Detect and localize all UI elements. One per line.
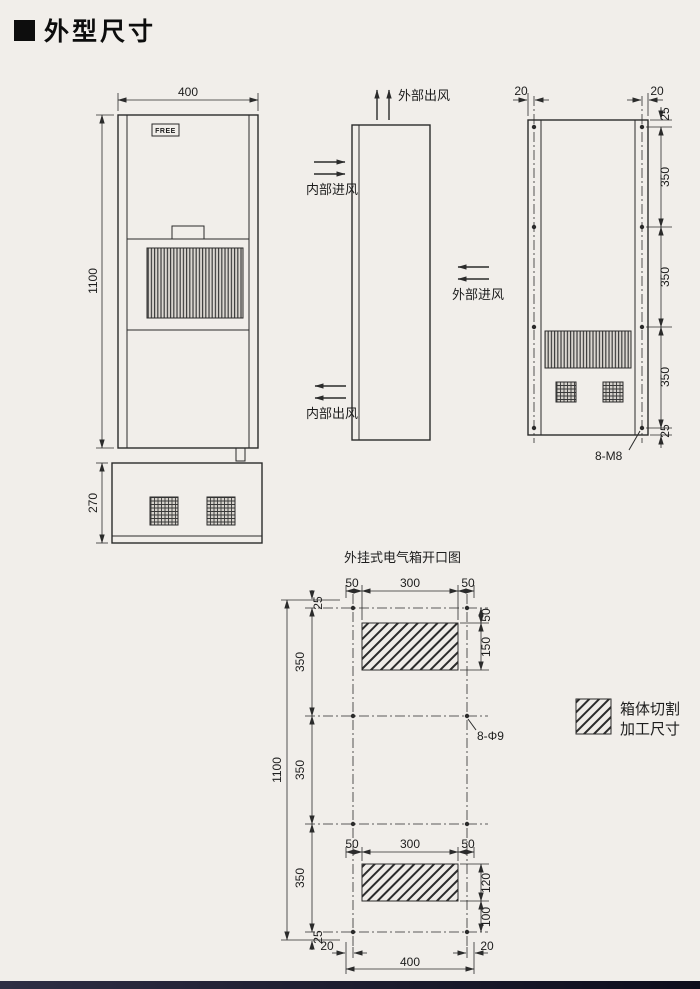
rear-dim-25-top: 25 bbox=[658, 107, 672, 121]
opening-right-150: 150 bbox=[479, 637, 493, 657]
page-header: 外型尺寸 bbox=[14, 12, 156, 48]
cutout-hole bbox=[350, 821, 356, 827]
opening-bottom-20-left: 20 bbox=[320, 939, 334, 953]
rear-vent-right bbox=[602, 381, 624, 403]
rear-dim-350-a: 350 bbox=[658, 167, 672, 187]
front-handle bbox=[171, 225, 205, 240]
top-cutout bbox=[361, 622, 459, 671]
airflow-top: 外部出风 bbox=[374, 88, 450, 120]
opening-bot-300: 300 bbox=[400, 837, 420, 851]
bottom-vent-left bbox=[149, 496, 179, 526]
opening-bot-50-left: 50 bbox=[345, 837, 359, 851]
bottom-view-outline bbox=[111, 462, 263, 544]
cutout-hole bbox=[464, 929, 470, 935]
mounting-hole bbox=[531, 425, 537, 431]
opening-hole-label: 8-Φ9 bbox=[477, 729, 504, 743]
airflow-left-top: 内部进风 bbox=[306, 159, 358, 197]
opening-left-1100: 1100 bbox=[270, 757, 284, 783]
legend-line1: 箱体切割 bbox=[620, 701, 680, 718]
opening-left-350-b: 350 bbox=[293, 760, 307, 780]
airflow-right: 外部进风 bbox=[452, 264, 504, 302]
mounting-hole bbox=[531, 124, 537, 130]
bottom-depth-dim: 270 bbox=[86, 493, 100, 513]
rear-dim-20-left: 20 bbox=[514, 84, 528, 98]
rear-view-dimensions: 20 20 25 350 350 350 25 8-M8 bbox=[513, 84, 672, 463]
rear-dim-20-right: 20 bbox=[650, 84, 664, 98]
side-view-outline bbox=[351, 124, 431, 441]
legend-line2: 加工尺寸 bbox=[620, 721, 680, 738]
front-height-dim: 1100 bbox=[86, 268, 100, 294]
opening-right-50: 50 bbox=[479, 608, 493, 622]
rear-view bbox=[527, 96, 649, 443]
title-square-icon bbox=[14, 19, 35, 41]
rear-bolt-label: 8-M8 bbox=[595, 449, 623, 463]
legend-hatch-swatch bbox=[575, 698, 612, 735]
opening-left-25-bottom: 25 bbox=[311, 930, 325, 944]
label-air-in-external: 外部进风 bbox=[452, 287, 504, 302]
bottom-vent-right bbox=[206, 496, 236, 526]
opening-bottom-400: 400 bbox=[400, 955, 420, 969]
front-view: FREE bbox=[117, 114, 259, 462]
rear-dim-350-c: 350 bbox=[658, 367, 672, 387]
rear-vent-left bbox=[555, 381, 577, 403]
label-air-out-internal: 内部出风 bbox=[306, 406, 358, 421]
brand-badge bbox=[151, 123, 180, 137]
opening-top-50-left: 50 bbox=[345, 576, 359, 590]
mounting-hole bbox=[639, 224, 645, 230]
mounting-hole bbox=[639, 425, 645, 431]
front-grille bbox=[146, 247, 244, 319]
bottom-cutout bbox=[361, 863, 459, 902]
opening-diagram: 外挂式电气箱开口图 50 300 bbox=[270, 550, 504, 974]
bottom-view: 270 bbox=[86, 462, 263, 544]
front-width-dim: 400 bbox=[178, 85, 198, 99]
rear-view-outline bbox=[527, 119, 649, 436]
cutout-hole bbox=[350, 605, 356, 611]
opening-title: 外挂式电气箱开口图 bbox=[344, 550, 461, 565]
opening-bot-50-right: 50 bbox=[461, 837, 475, 851]
opening-bottom-20-right: 20 bbox=[480, 939, 494, 953]
mounting-hole bbox=[639, 324, 645, 330]
mounting-hole bbox=[531, 324, 537, 330]
rear-dim-350-b: 350 bbox=[658, 267, 672, 287]
cutout-hole bbox=[464, 821, 470, 827]
cutout-hole bbox=[350, 929, 356, 935]
page-bottom-edge bbox=[0, 981, 700, 989]
cutout-hole bbox=[464, 713, 470, 719]
legend: 箱体切割 加工尺寸 bbox=[575, 698, 680, 738]
label-air-in-internal: 内部进风 bbox=[306, 182, 358, 197]
rear-dim-25-bottom: 25 bbox=[658, 424, 672, 438]
front-cabinet-outline bbox=[117, 114, 259, 449]
opening-top-300: 300 bbox=[400, 576, 420, 590]
front-view-dimensions: 400 1100 bbox=[86, 85, 259, 449]
opening-left-25-top: 25 bbox=[311, 596, 325, 610]
page-title: 外型尺寸 bbox=[44, 18, 157, 46]
brand-badge-label: FREE bbox=[155, 128, 176, 135]
rear-grille bbox=[544, 330, 632, 369]
opening-right-100: 100 bbox=[479, 907, 493, 927]
airflow-left-bottom: 内部出风 bbox=[306, 383, 358, 421]
opening-left-350-c: 350 bbox=[293, 868, 307, 888]
side-view: 外部出风 内部进风 外部进风 内部出风 bbox=[306, 88, 504, 441]
mounting-hole bbox=[531, 224, 537, 230]
cutout-hole bbox=[350, 713, 356, 719]
opening-top-50-right: 50 bbox=[461, 576, 475, 590]
front-drain-outlet bbox=[235, 447, 246, 462]
label-air-out-external: 外部出风 bbox=[398, 88, 450, 103]
cutout-hole bbox=[464, 605, 470, 611]
opening-right-120: 120 bbox=[479, 873, 493, 893]
mounting-hole bbox=[639, 124, 645, 130]
opening-left-350-a: 350 bbox=[293, 652, 307, 672]
